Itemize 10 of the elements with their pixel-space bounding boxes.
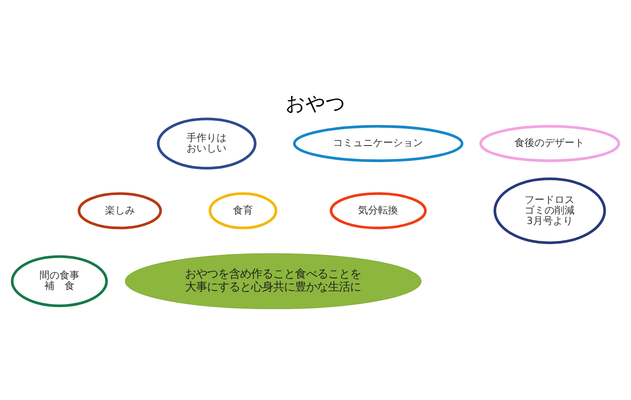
- node-ellipse: 気分転換: [330, 192, 427, 230]
- node-ellipse: フードロス ゴミの削減 3月号より: [494, 177, 606, 244]
- node-ellipse: コミュニケーション: [293, 125, 464, 162]
- node-ellipse: 楽しみ: [78, 192, 162, 230]
- node-ellipse: 間の食事 補 食: [10, 255, 108, 308]
- node-ellipse: 食後のデザート: [479, 125, 620, 162]
- diagram-title: おやつ: [286, 92, 346, 115]
- node-ellipse: 手作りはおいしい: [156, 118, 257, 170]
- node-ellipse: 食育: [208, 192, 278, 230]
- node-ellipse: おやつを含め作ること食べることを大事にすると心身共に豊かな生活に: [124, 253, 422, 310]
